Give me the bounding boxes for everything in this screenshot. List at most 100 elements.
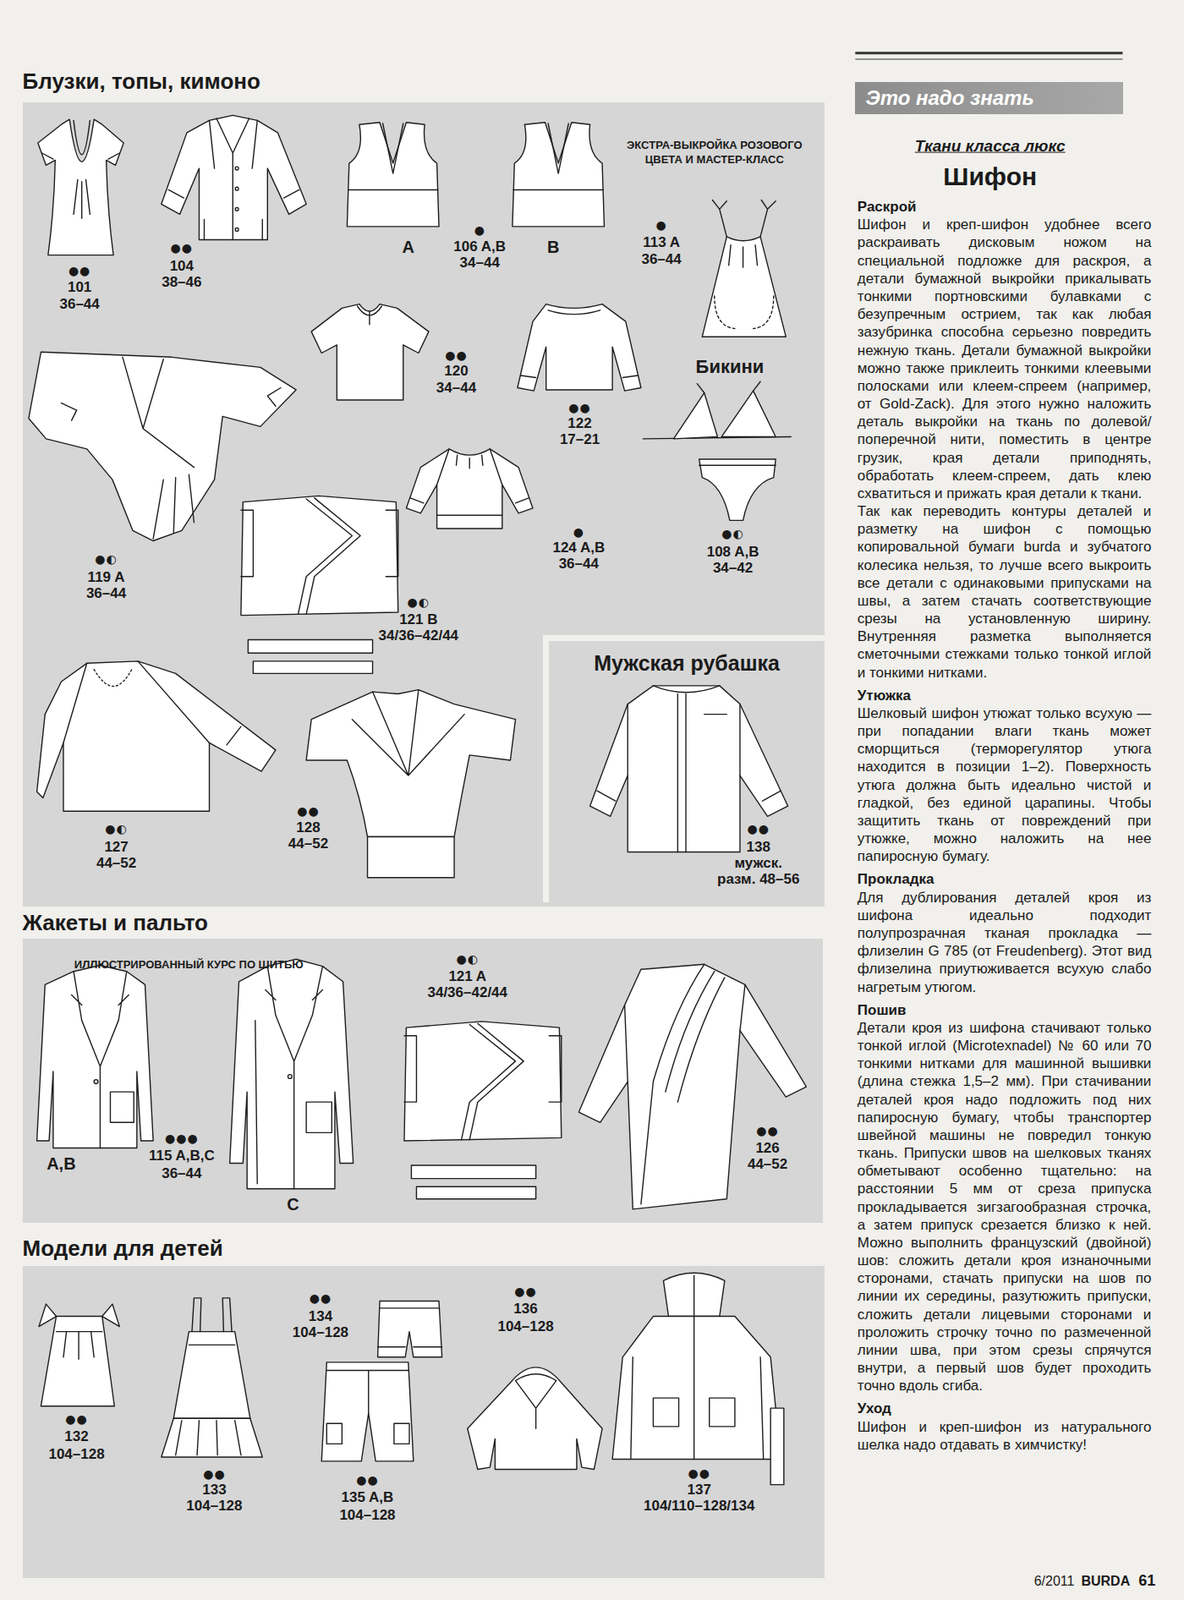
label-anchor: 121 B bbox=[399, 611, 438, 628]
label-anchor: 34/36–42/44 bbox=[378, 628, 460, 645]
label-anchor: ●● bbox=[756, 1124, 779, 1137]
label-anchor: ●● bbox=[747, 822, 770, 835]
label-anchor: 44–52 bbox=[747, 1156, 788, 1174]
section-heading: Мужская рубашка bbox=[548, 641, 825, 676]
label-anchor: 115 A,B,C bbox=[148, 1148, 215, 1165]
garment-sketch bbox=[712, 200, 776, 269]
garment-sketch bbox=[241, 498, 399, 615]
difficulty-dots: ●● bbox=[309, 1292, 332, 1305]
label-anchor: 104–128 bbox=[292, 1325, 349, 1342]
model-number: 104/110–128/134 bbox=[643, 1498, 755, 1515]
garment-sketch bbox=[37, 964, 154, 1148]
model-number: 101 bbox=[67, 279, 92, 296]
model-number: 36–44 bbox=[559, 556, 599, 573]
model-number: мужск. bbox=[734, 855, 783, 872]
garment-sketch bbox=[404, 1021, 562, 1200]
garment-sketch bbox=[699, 465, 776, 466]
label-anchor: ●●● bbox=[164, 1132, 199, 1145]
section-panel: Мужская рубашка bbox=[542, 635, 825, 903]
garment-sketch bbox=[241, 495, 399, 615]
garment-sketch bbox=[517, 304, 642, 392]
garment-sketch bbox=[28, 351, 296, 541]
difficulty-dots: ● bbox=[474, 224, 486, 236]
garment-sketch bbox=[612, 1316, 781, 1460]
label-anchor: 136 bbox=[513, 1301, 538, 1318]
garment-sketch bbox=[597, 685, 781, 853]
label-anchor: 36–44 bbox=[59, 296, 99, 313]
garment-sketch bbox=[38, 119, 124, 255]
label-anchor: Ткани класса люкс bbox=[915, 136, 1066, 156]
garment-sketch bbox=[61, 356, 281, 539]
garment-sketch bbox=[37, 661, 276, 812]
article-subheading: Пошив bbox=[857, 1001, 1152, 1020]
garment-sketch bbox=[37, 661, 276, 812]
article-paragraph: Для дублирования деталей кроя из шифона … bbox=[857, 888, 1152, 997]
model-number: 34/36–42/44 bbox=[427, 985, 508, 1002]
label-anchor: 17–21 bbox=[559, 432, 600, 449]
garment-sketch bbox=[630, 1275, 764, 1459]
garment-sketch bbox=[235, 228, 239, 232]
label-anchor: ●● bbox=[444, 349, 467, 362]
model-number: 126 bbox=[755, 1140, 779, 1157]
garment-sketch bbox=[721, 390, 776, 437]
label-anchor: 34–42 bbox=[712, 560, 753, 577]
garment-sketch bbox=[311, 304, 429, 401]
garment-sketch bbox=[161, 1298, 263, 1458]
garment-sketch bbox=[326, 1423, 342, 1444]
label-anchor: C bbox=[286, 1194, 299, 1214]
garment-sketch bbox=[326, 1370, 409, 1415]
garment-sketch bbox=[173, 1332, 250, 1420]
difficulty-dots: ●●● bbox=[164, 1132, 199, 1145]
garment-sketch bbox=[73, 120, 90, 154]
label-anchor: 38–46 bbox=[161, 274, 202, 291]
garment-sketch bbox=[109, 1091, 134, 1123]
garment-sketch bbox=[42, 153, 121, 219]
model-number: 104–128 bbox=[186, 1498, 242, 1515]
model-number: 36–44 bbox=[641, 251, 681, 268]
model-number: 104–128 bbox=[48, 1446, 105, 1463]
model-number: 121 A bbox=[448, 969, 487, 986]
garment-sketch bbox=[590, 685, 789, 853]
garment-sketch bbox=[701, 236, 786, 337]
garment-sketch bbox=[63, 661, 242, 746]
garment-sketch bbox=[437, 515, 503, 529]
label-anchor: 133 bbox=[202, 1482, 226, 1499]
label-anchor: 104/110–128/134 bbox=[643, 1498, 755, 1515]
label-anchor: 113 A bbox=[642, 235, 680, 252]
garment-sketch bbox=[230, 959, 354, 1189]
garment-sketch bbox=[348, 123, 439, 190]
label-anchor: 101 bbox=[67, 279, 92, 296]
garment-sketch bbox=[161, 115, 307, 240]
model-number: 36–44 bbox=[59, 296, 99, 313]
garment-sketch bbox=[351, 690, 465, 776]
garment-sketch bbox=[71, 971, 130, 1149]
garment-sketch bbox=[287, 1074, 292, 1080]
sidebar-rule bbox=[855, 58, 1123, 60]
label-anchor: 120 bbox=[444, 363, 468, 380]
garment-sketch bbox=[714, 296, 774, 329]
label-anchor: 44–52 bbox=[288, 836, 329, 853]
garment-sketch bbox=[378, 1300, 443, 1357]
label-anchor: 132 bbox=[64, 1429, 88, 1446]
model-number: 136 bbox=[513, 1301, 538, 1318]
garment-sketch bbox=[578, 964, 806, 1210]
model-number: 104–128 bbox=[497, 1319, 554, 1336]
garment-sketch bbox=[512, 122, 605, 227]
garment-sketch bbox=[405, 449, 533, 529]
model-number: 128 bbox=[296, 819, 320, 836]
garment-sketch bbox=[241, 495, 399, 674]
article-subheading: Прокладка bbox=[857, 870, 1152, 888]
label-anchor: 104–128 bbox=[186, 1498, 242, 1515]
model-number: 44–52 bbox=[288, 836, 329, 853]
model-number: 104 bbox=[169, 258, 194, 275]
article-subheading: Уход bbox=[857, 1399, 1152, 1418]
label-anchor: ●● bbox=[309, 1292, 332, 1305]
garment-sketch bbox=[642, 381, 791, 521]
label-anchor: ●◐ bbox=[721, 527, 744, 540]
garment-sketch bbox=[612, 1272, 784, 1485]
garment-sketch bbox=[405, 449, 533, 516]
difficulty-dots: ●● bbox=[296, 805, 319, 817]
label-anchor: ●● bbox=[514, 1285, 537, 1298]
garment-sketch bbox=[709, 1397, 735, 1427]
difficulty-dots: ●◐ bbox=[456, 953, 479, 965]
